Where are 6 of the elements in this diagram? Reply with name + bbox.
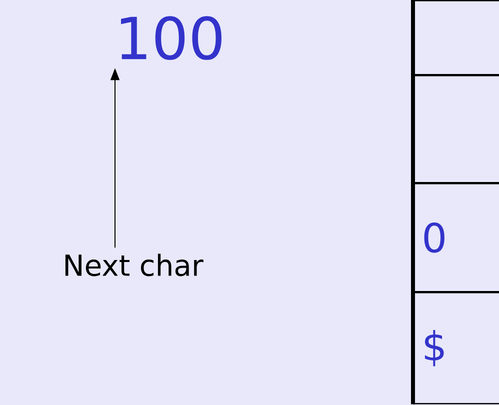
stack-cell: $ (411, 292, 499, 404)
stack-cell (411, 75, 499, 184)
label-text: Next char (65, 254, 204, 276)
number-text: 100 (121, 16, 222, 60)
stack-cell (411, 0, 499, 76)
stack-cell: 0 (411, 183, 499, 292)
